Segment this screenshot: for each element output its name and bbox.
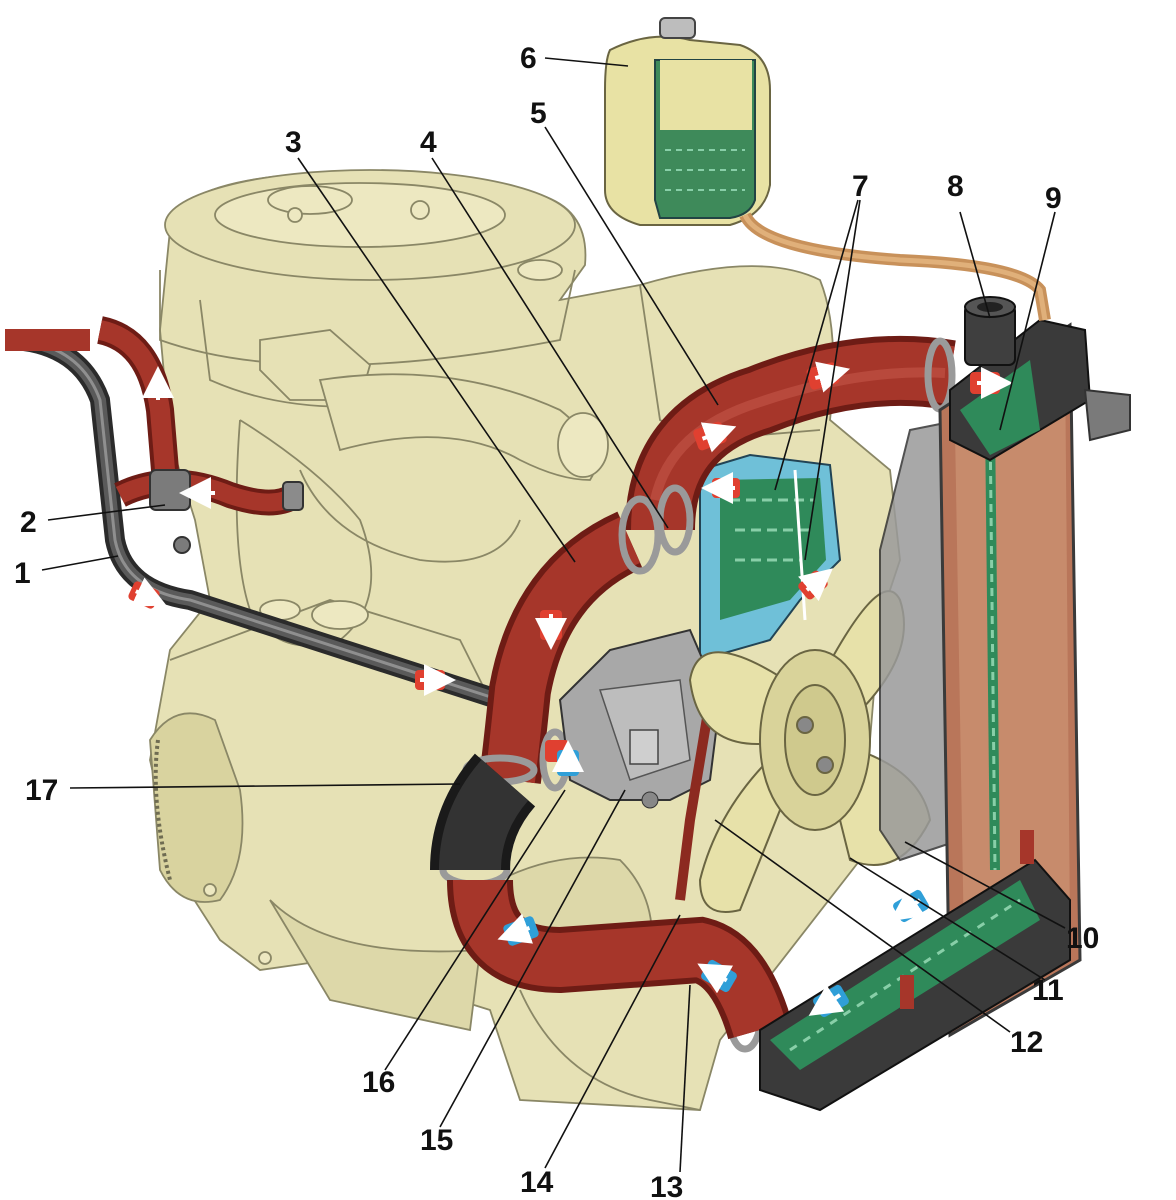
fan — [688, 590, 932, 913]
hot-flow-arrow — [693, 421, 737, 453]
hot-flow-arrow — [798, 568, 833, 602]
callout-labels: 1 2 3 4 5 6 7 8 9 10 11 12 13 14 15 16 1… — [14, 42, 1099, 1200]
radiator-inlet-hose — [625, 335, 956, 532]
cold-flow-arrow — [697, 959, 737, 994]
cold-flow-arrow — [808, 984, 849, 1018]
callout-3: 3 — [285, 126, 302, 159]
leader-lines — [41, 57, 1066, 1173]
radiator — [759, 318, 1131, 1112]
callout-9: 9 — [1045, 182, 1062, 215]
callout-6: 6 — [520, 42, 537, 75]
callout-1: 1 — [14, 557, 31, 590]
callout-8: 8 — [947, 170, 964, 203]
hot-flow-arrow — [128, 577, 167, 609]
callout-16: 16 — [362, 1066, 395, 1099]
callout-10: 10 — [1066, 922, 1099, 955]
hot-flow-arrow — [701, 472, 740, 504]
hot-flow-arrow — [970, 367, 1013, 399]
filler-neck — [964, 296, 1016, 366]
callout-17: 17 — [25, 774, 58, 807]
heater-tap-pipe — [675, 699, 715, 901]
callout-13: 13 — [650, 1171, 683, 1200]
callout-5: 5 — [530, 97, 547, 130]
flow-arrows — [128, 361, 1013, 1018]
hot-flow-arrow — [415, 664, 456, 696]
callout-14: 14 — [520, 1166, 554, 1199]
callout-15: 15 — [420, 1124, 453, 1157]
cold-flow-arrow — [889, 889, 929, 923]
callout-11: 11 — [1032, 974, 1064, 1007]
radiator-outlet-hose — [447, 878, 792, 1040]
expansion-tank — [604, 17, 1051, 321]
water-pump — [558, 628, 722, 809]
callout-12: 12 — [1010, 1026, 1043, 1059]
pump-inlet-elbow — [430, 753, 536, 872]
hot-flow-arrow — [535, 610, 567, 650]
callout-4: 4 — [420, 126, 437, 159]
hot-flow-arrow — [806, 361, 851, 393]
cold-flow-arrow — [552, 740, 584, 776]
cold-flow-arrow — [497, 913, 539, 946]
heater-supply-hose — [96, 316, 304, 554]
callout-7: 7 — [852, 170, 869, 203]
callout-2: 2 — [20, 506, 37, 539]
bypass-hose — [479, 511, 644, 784]
